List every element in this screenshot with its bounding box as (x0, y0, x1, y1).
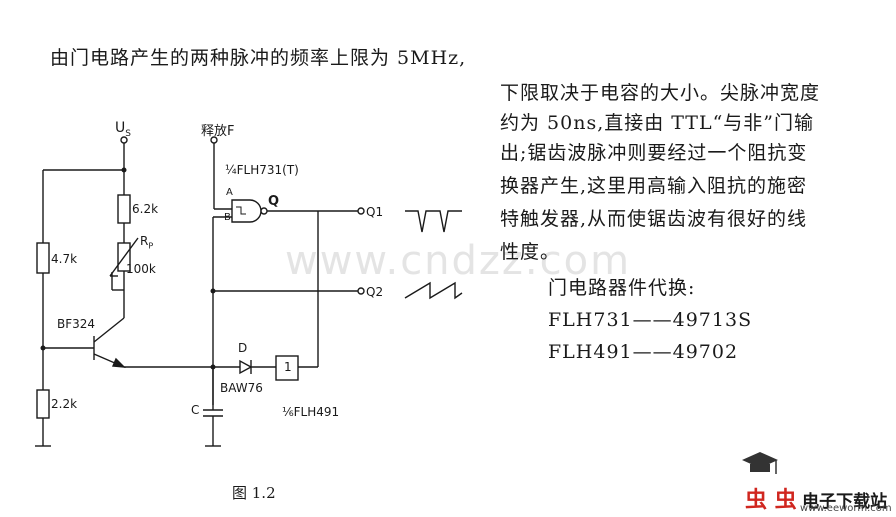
paragraph-line-4: 出;锯齿波脉冲则要经过一个阻抗变 (500, 142, 808, 164)
r2-label: 4.7k (51, 252, 78, 266)
substitution-line-1: FLH731——49713S (548, 309, 753, 331)
paragraph-line-3: 约为 50ns,直接由 TTL“与非”门输 (500, 112, 815, 134)
transistor-label: BF324 (57, 317, 96, 331)
rp-value-label: 100k (126, 262, 156, 276)
logo-url: www.eeworm.com (800, 503, 892, 514)
gate2-symbol: 1 (284, 360, 292, 374)
rp-label: RP (140, 234, 154, 251)
b-label: B (224, 212, 231, 223)
q-label: Q (268, 194, 280, 209)
paragraph-line-2: 下限取决于电容的大小。尖脉冲宽度 (500, 82, 821, 104)
diode-d (239, 359, 253, 375)
diode-part-label: BAW76 (220, 381, 263, 395)
paragraph-line-1: 由门电路产生的两种脉冲的频率上限为 5MHz, (50, 47, 467, 69)
gate2-label: ⅙FLH491 (282, 405, 340, 419)
r3-label: 2.2k (51, 397, 78, 411)
r1-label: 6.2k (132, 202, 159, 216)
q1-waveform (405, 210, 462, 233)
q2-label: Q2 (366, 285, 384, 299)
resistor-4-7k (36, 242, 50, 274)
logo-brand: 虫 虫 电子下载站 (745, 488, 888, 513)
us-label: US (115, 120, 131, 139)
figure-caption: 图 1.2 (232, 484, 276, 502)
buffer-gate (275, 355, 299, 381)
watermark: www.cndzz.com (285, 238, 632, 284)
substitution-title: 门电路器件代换: (548, 277, 696, 299)
eeworm-logo (742, 452, 778, 474)
paragraph-line-6: 特触发器,从而使锯齿波有很好的线 (500, 208, 808, 230)
paragraph-line-7: 性度。 (500, 241, 561, 263)
resistor-6-2k (117, 194, 131, 224)
paragraph-line-5: 换器产生,这里用高输入阻抗的施密 (500, 175, 808, 197)
resistor-2-2k (36, 389, 50, 419)
q2-waveform (404, 281, 463, 300)
gate1-label: ¼FLH731(T) (225, 163, 299, 177)
q1-terminal (357, 207, 365, 215)
substitution-line-2: FLH491——49702 (548, 341, 739, 363)
release-label: 释放F (201, 124, 235, 139)
q2-terminal (357, 287, 365, 295)
a-label: A (226, 187, 233, 198)
nand-gate (231, 199, 262, 223)
q1-label: Q1 (366, 205, 384, 219)
capacitor-label: C (191, 403, 200, 417)
diode-label: D (238, 341, 248, 355)
